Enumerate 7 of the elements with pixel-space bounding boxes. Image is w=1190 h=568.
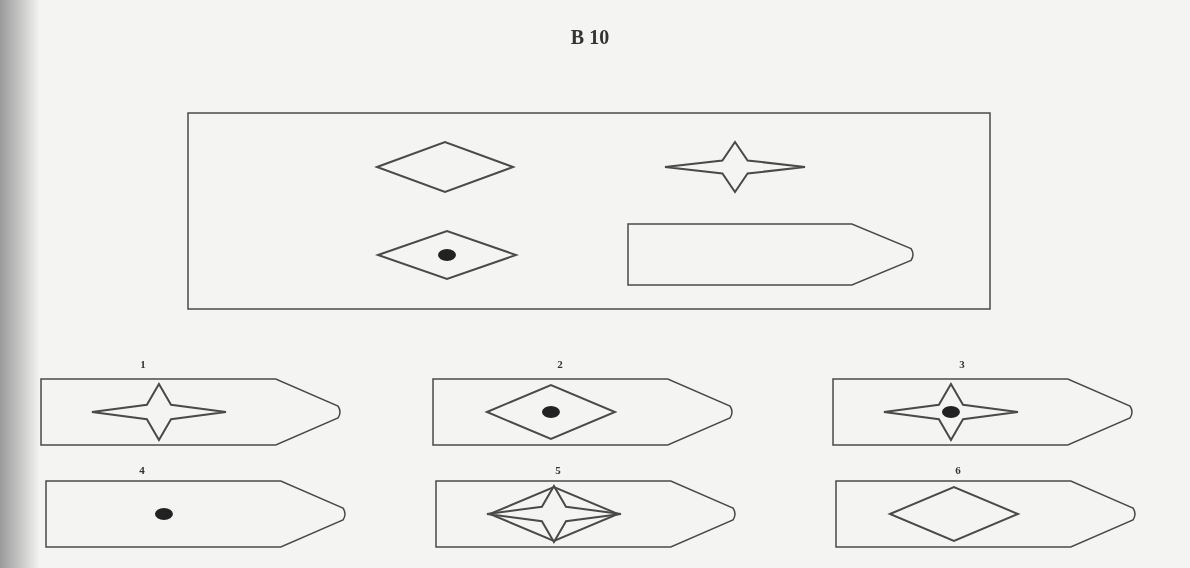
option-number: 4 — [138, 463, 146, 478]
option-number: 5 — [554, 463, 562, 478]
option-number: 2 — [556, 357, 564, 372]
option-number: 3 — [958, 357, 966, 372]
title: B 10 — [569, 25, 611, 50]
option-number: 6 — [954, 463, 962, 478]
option-number: 1 — [139, 357, 147, 372]
